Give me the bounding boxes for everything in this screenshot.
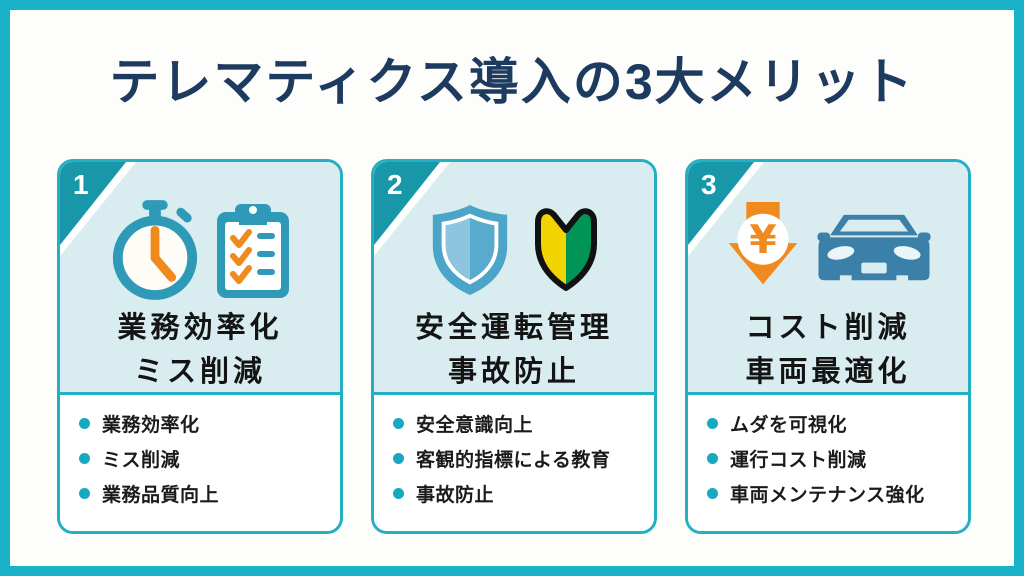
bullet-text: 運行コスト削減 [730,450,867,471]
bullet-dot-icon [707,453,718,464]
bullet-dot-icon [393,453,404,464]
card-heading-line: 事故防止 [447,356,580,388]
card-heading: コスト削減 車両最適化 [688,306,968,394]
bullet-text: 事故防止 [416,485,495,506]
card-heading: 安全運転管理 事故防止 [374,306,654,394]
card-heading-line: 業務効率化 [117,312,283,344]
bullet-dot-icon [79,418,90,429]
card-heading-line: ミス削減 [133,356,266,388]
card-heading-line: 車両最適化 [745,356,911,388]
yen-discount-arrow-icon: ¥ [728,201,798,285]
list-item: ムダを可視化 [707,406,960,441]
card-heading-line: 安全運転管理 [414,312,613,344]
list-item: 事故防止 [393,476,646,511]
bullet-dot-icon [79,453,90,464]
car-icon [817,214,931,288]
bullet-dot-icon [393,488,404,499]
card-number: 1 [73,169,89,200]
stopwatch-icon [112,200,198,300]
bullet-text: 車両メンテナンス強化 [730,485,925,506]
corner-fold: 2 [374,162,484,282]
card-heading-line: コスト削減 [745,312,911,344]
page-title: テレマティクス導入の3大メリット [109,54,915,110]
benefit-card-3: 3 ¥ [685,159,971,534]
card-bullet-section: 業務効率化 ミス削減 業務品質向上 [60,395,340,531]
bullet-text: ムダを可視化 [730,415,848,436]
card-top-section: 1 [60,162,340,395]
beginner-mark-icon [535,208,597,291]
card-bullet-section: 安全意識向上 客観的指標による教育 事故防止 [374,395,654,531]
card-top-section: 2 [374,162,654,395]
corner-fold: 3 [688,162,798,282]
bullet-text: ミス削減 [102,450,181,471]
card-icons [374,196,654,304]
bullet-dot-icon [79,488,90,499]
checklist-clipboard-icon [217,204,289,298]
bullet-text: 客観的指標による教育 [416,450,611,471]
list-item: ミス削減 [79,441,332,476]
list-item: 運行コスト削減 [707,441,960,476]
shield-icon [432,205,508,295]
benefit-card-1: 1 [57,159,343,534]
card-top-section: 3 ¥ [688,162,968,395]
corner-fold: 1 [60,162,170,282]
list-item: 客観的指標による教育 [393,441,646,476]
card-icons: ¥ [688,196,968,304]
bullet-dot-icon [707,488,718,499]
card-number: 2 [387,169,403,200]
bullet-dot-icon [707,418,718,429]
card-heading: 業務効率化 ミス削減 [60,306,340,394]
list-item: 業務品質向上 [79,476,332,511]
list-item: 業務効率化 [79,406,332,441]
bullet-text: 業務品質向上 [102,485,220,506]
benefit-cards: 1 [57,159,971,534]
benefit-card-2: 2 [371,159,657,534]
card-bullet-section: ムダを可視化 運行コスト削減 車両メンテナンス強化 [688,395,968,531]
bullet-text: 業務効率化 [102,415,200,436]
bullet-text: 安全意識向上 [416,415,534,436]
bullet-dot-icon [393,418,404,429]
svg-text:¥: ¥ [749,218,776,263]
card-number: 3 [701,169,717,200]
card-icons [60,196,340,304]
list-item: 車両メンテナンス強化 [707,476,960,511]
list-item: 安全意識向上 [393,406,646,441]
